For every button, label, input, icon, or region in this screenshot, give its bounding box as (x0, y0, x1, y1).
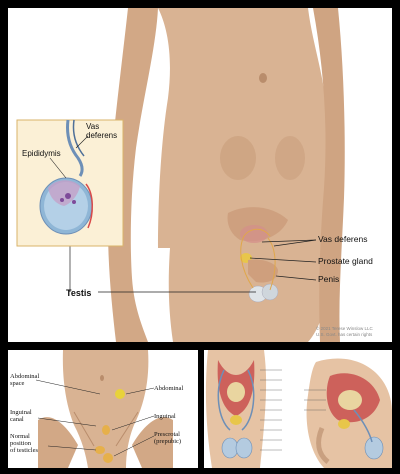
cross-section-illustration (205, 350, 392, 468)
label-prescrotal: Prescrotal (prepubic) (154, 431, 182, 445)
label-normal-position: Normal position of testicles (10, 433, 38, 454)
label-abdominal-space: Abdominal space (10, 373, 41, 387)
label-vas-deferens-inset: Vas deferens (86, 122, 117, 140)
undescended-testicle-positions-panel: Abdominal space Abdominal Inguinal canal… (8, 350, 198, 468)
label-prostate-gland: Prostate gland (318, 256, 373, 266)
copyright-text: © 2021 Terese Winslow LLC U.S. Govt. has… (316, 325, 374, 337)
body-figure (108, 8, 345, 342)
inset-testis-detail (16, 119, 124, 247)
positions-illustration: Abdominal space Abdominal Inguinal canal… (10, 350, 183, 468)
label-inguinal-canal: Inguinal canal (10, 409, 33, 423)
label-epididymis: Epididymis (22, 149, 61, 158)
leader-lines (69, 239, 317, 293)
main-illustration-panel: Vas deferens Epididymis Testis Vas defer… (8, 8, 392, 342)
main-illustration: Vas deferens Epididymis Testis Vas defer… (16, 8, 374, 342)
label-penis: Penis (318, 274, 339, 284)
label-vas-deferens: Vas deferens (318, 234, 367, 244)
label-testis: Testis (66, 288, 91, 298)
anatomy-cross-section-panel (204, 350, 392, 468)
label-abdominal: Abdominal (154, 385, 183, 392)
label-inguinal: Inguinal (154, 413, 176, 420)
